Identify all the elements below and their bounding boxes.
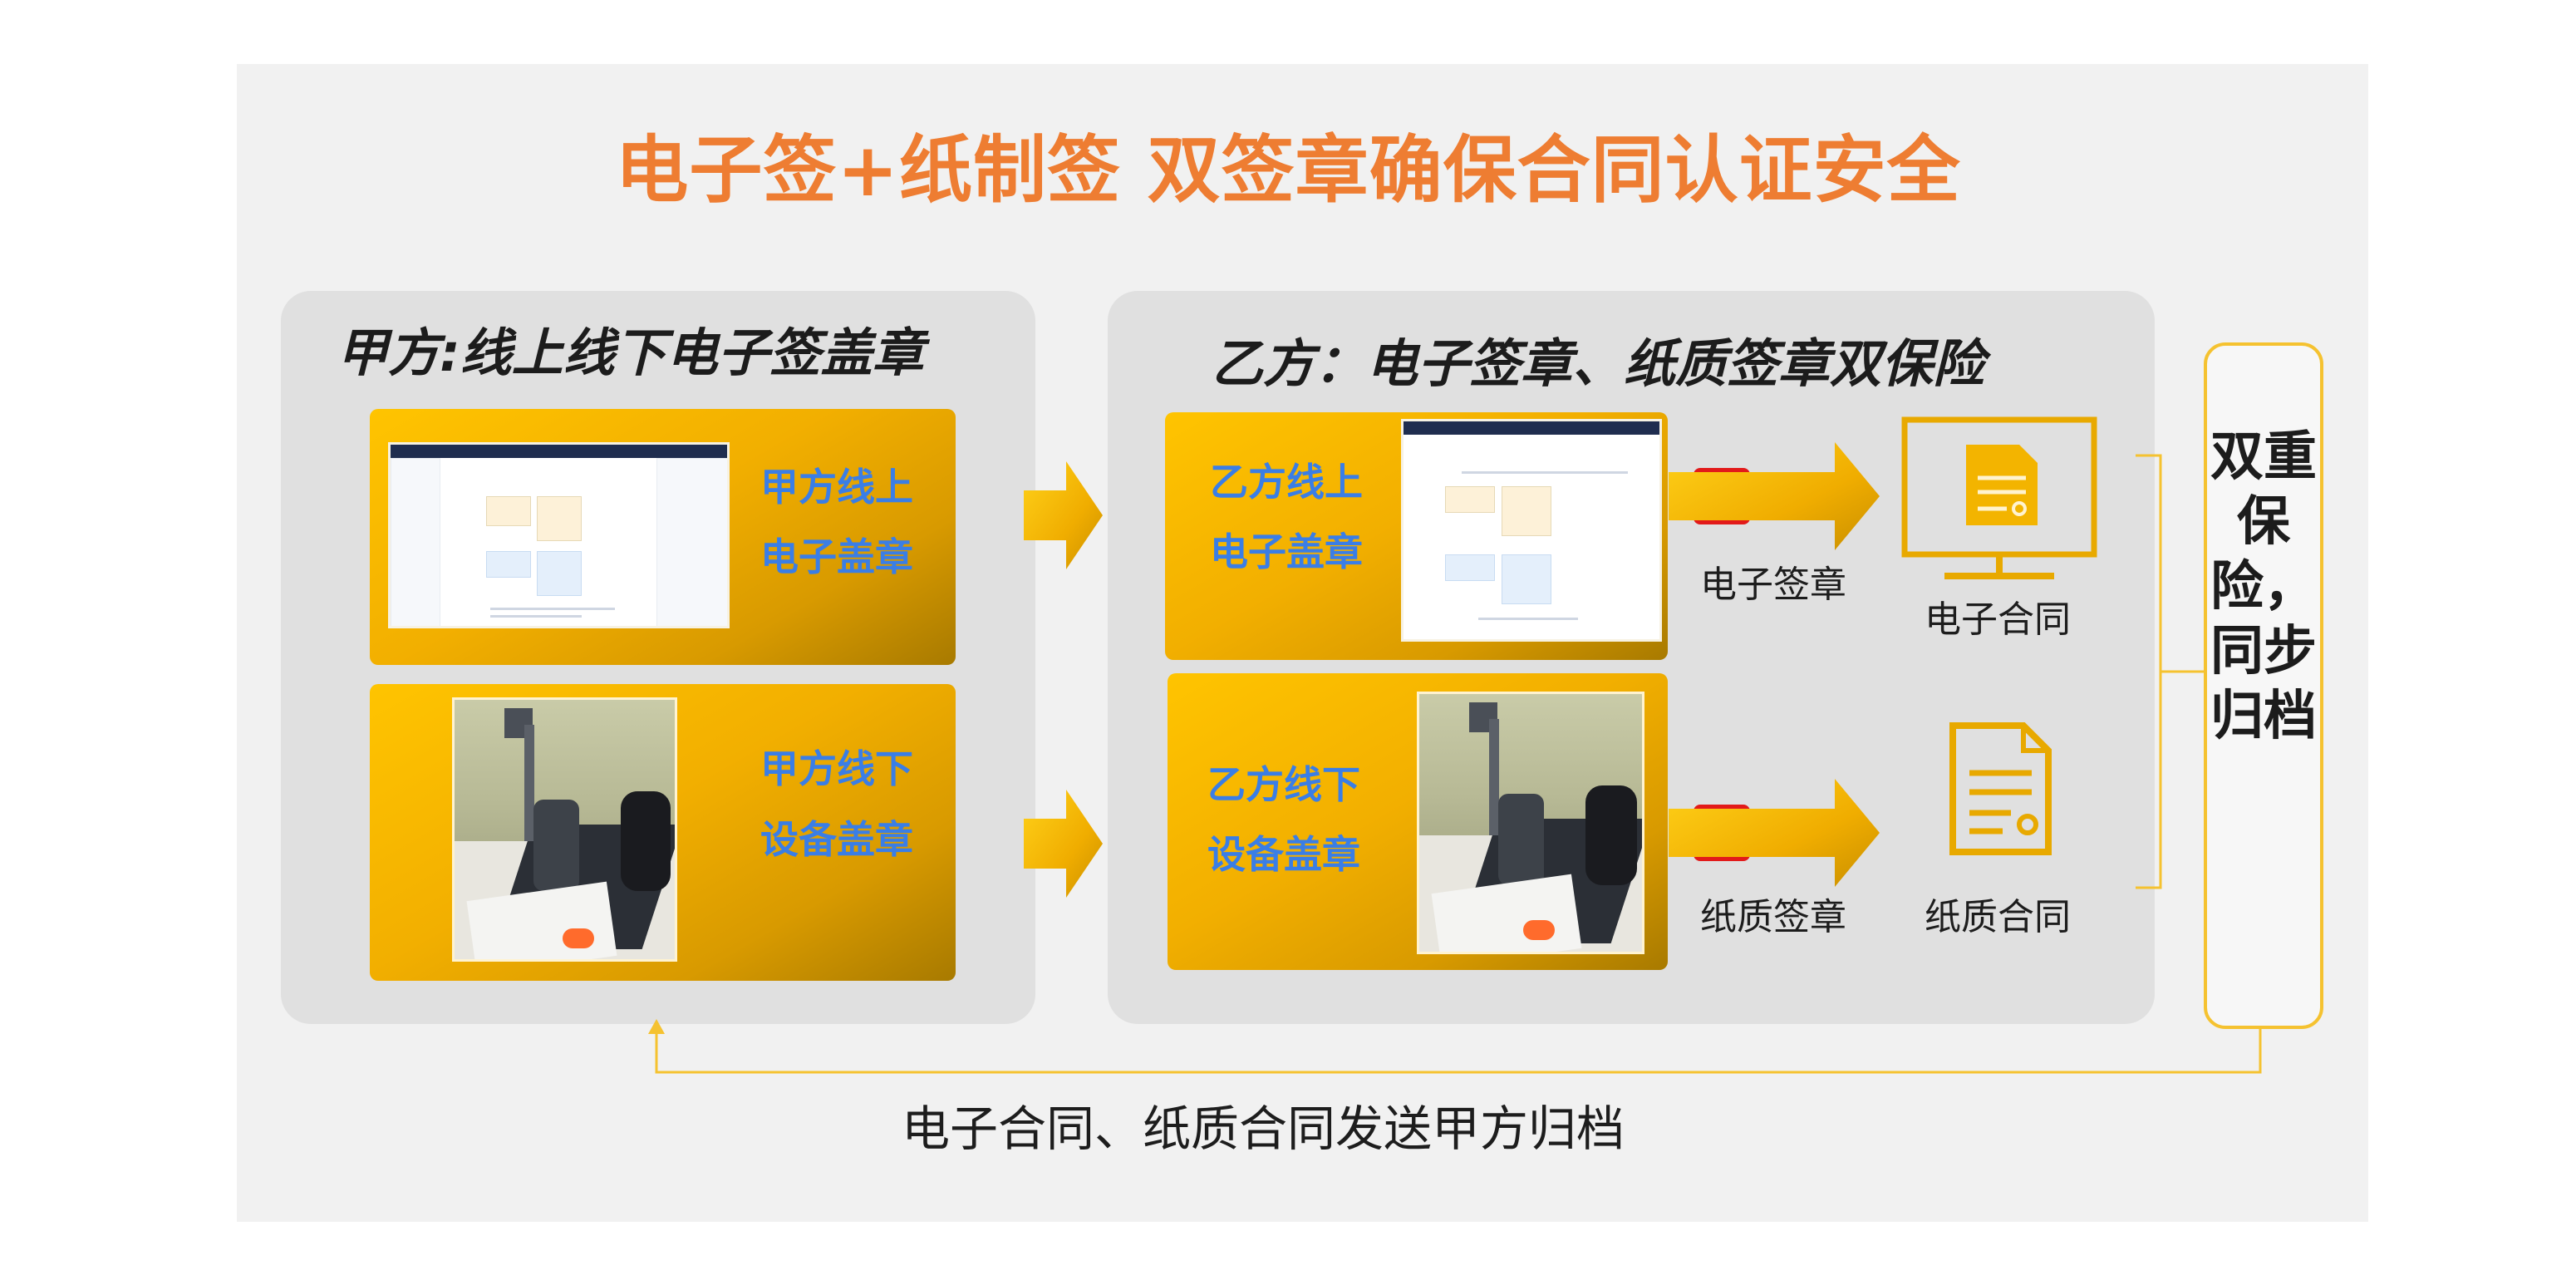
archive-box: 双重保险，同步归档: [2204, 342, 2323, 1029]
archive-box-text: 双重保险，同步归档: [2210, 426, 2317, 747]
arrow-right-icon: [1669, 779, 1880, 887]
monitor-document-icon: [1901, 416, 2097, 579]
paper-contract-label: 纸质合同: [1925, 896, 2071, 938]
electronic-contract-label: 电子合同: [1925, 598, 2071, 641]
party-b-offline-card: 乙方线下 设备盖章: [1168, 673, 1668, 970]
party-a-offline-card: 甲方线下 设备盖章: [370, 684, 956, 981]
party-b-online-line2: 电子盖章: [1210, 529, 1363, 574]
party-a-offline-line1: 甲方线下: [760, 746, 913, 791]
arrow-right-icon: [1024, 461, 1103, 569]
party-b-online-line1: 乙方线上: [1210, 460, 1363, 505]
party-b-online-screenshot: [1401, 419, 1662, 642]
party-a-online-line2: 电子盖章: [760, 534, 913, 579]
bottom-caption: 电子合同、纸质合同发送甲方归档: [901, 1100, 1625, 1157]
party-b-online-card: 乙方线上 电子盖章: [1165, 412, 1668, 660]
connector-bracket: [2136, 454, 2162, 889]
paper-document-icon: [1949, 722, 2052, 855]
party-b-title: 乙方：电子签章、纸质签章双保险: [1212, 333, 1985, 394]
party-a-online-line1: 甲方线上: [760, 465, 913, 510]
arrow-up-icon: [648, 1019, 665, 1034]
arrow-right-icon: [1024, 790, 1103, 898]
party-b-offline-line1: 乙方线下: [1207, 762, 1360, 807]
party-b-offline-photo: [1417, 692, 1644, 954]
electronic-seal-label: 电子签章: [1700, 564, 1846, 606]
party-a-online-card: 甲方线上 电子盖章: [370, 409, 956, 665]
page-title: 电子签+纸制签 双签章确保合同认证安全: [615, 127, 1961, 213]
party-a-offline-photo: [452, 697, 677, 962]
party-b-offline-line2: 设备盖章: [1207, 832, 1360, 877]
return-line: [655, 1026, 2262, 1074]
party-a-offline-line2: 设备盖章: [760, 817, 913, 862]
paper-seal-label: 纸质签章: [1700, 896, 1846, 938]
arrow-right-icon: [1669, 442, 1880, 550]
party-a-online-screenshot: [388, 442, 730, 628]
party-a-title: 甲方:线上线下电子签盖章: [337, 322, 924, 383]
